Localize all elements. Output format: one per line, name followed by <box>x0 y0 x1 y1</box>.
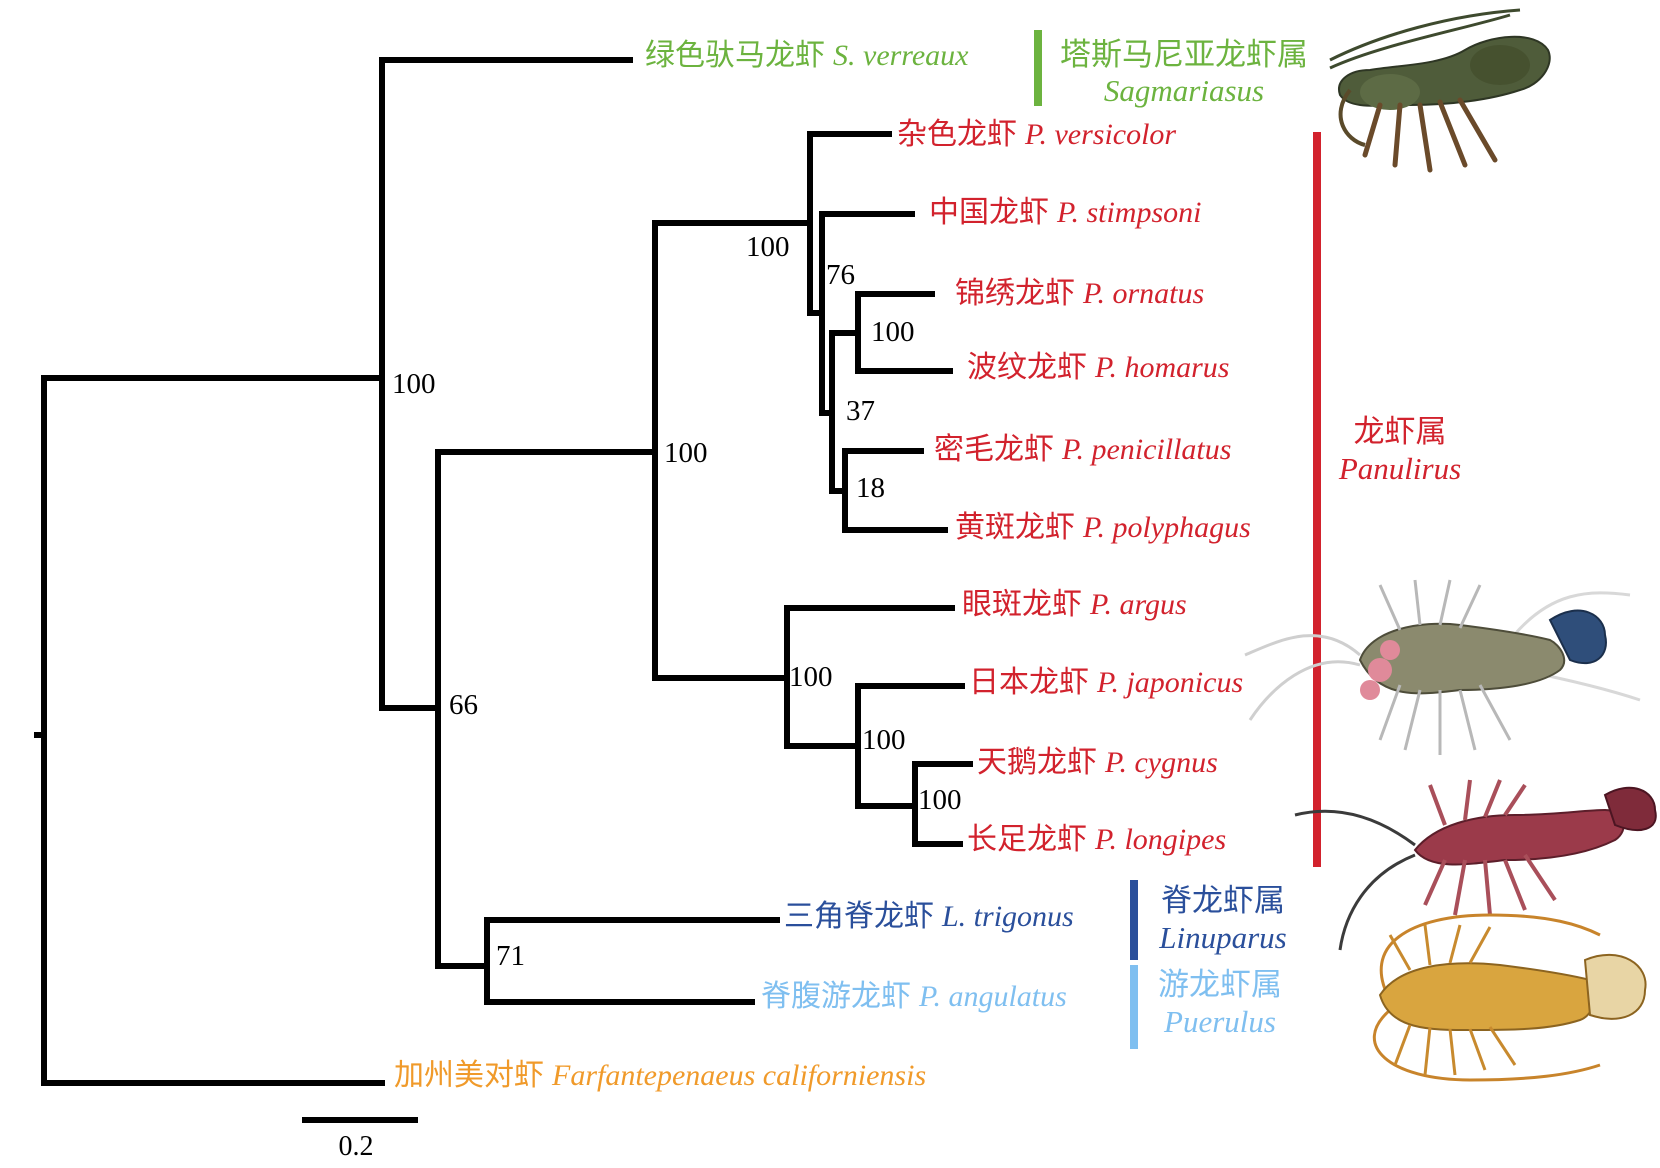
tip-cn: 加州美对虾 <box>394 1059 544 1092</box>
tip-sci: P. ornatus <box>1082 277 1204 310</box>
tip-cn: 脊腹游龙虾 <box>761 980 911 1013</box>
support-label: 100 <box>664 437 708 469</box>
tip-sci: S. verreaux <box>833 39 969 72</box>
tip-sci: P. versicolor <box>1024 118 1176 151</box>
tip-cn: 日本龙虾 <box>969 666 1089 699</box>
tip-cn: 杂色龙虾 <box>897 118 1017 151</box>
tip-sci: Farfantepenaeus californiensis <box>551 1059 926 1092</box>
support-label: 100 <box>746 231 790 263</box>
support-label: 76 <box>826 259 855 291</box>
tip-sci: P. argus <box>1089 588 1187 621</box>
genus-cn-puerulus: 游龙虾属 <box>1158 967 1282 1002</box>
bracket-linuparus <box>1130 880 1138 960</box>
support-label: 100 <box>918 784 962 816</box>
tip-cn: 中国龙虾 <box>929 196 1049 229</box>
support-label: 66 <box>449 689 478 721</box>
tip-sci: P. japonicus <box>1096 666 1243 699</box>
tip-sci: P. cygnus <box>1104 746 1218 779</box>
tip-cn: 三角脊龙虾 <box>784 900 934 933</box>
support-label: 100 <box>871 316 915 348</box>
tip-cn: 绿色驮马龙虾 <box>645 39 825 72</box>
support-label: 37 <box>846 395 875 427</box>
tip-cn: 密毛龙虾 <box>934 433 1054 466</box>
sagmariasus-photo <box>1329 8 1551 173</box>
panulirus-photo-2 <box>1294 779 1657 951</box>
support-values: 100 100 100 76 100 37 18 100 100 100 66 … <box>392 231 962 972</box>
puerulus-photo <box>1372 913 1647 1082</box>
genus-sci-panulirus: Panulirus <box>1338 451 1461 486</box>
tip-cn: 波纹龙虾 <box>967 351 1087 384</box>
genus-cn-linuparus: 脊龙虾属 <box>1161 883 1285 918</box>
genus-sci-puerulus: Puerulus <box>1163 1004 1276 1039</box>
tip-sci: P. homarus <box>1094 351 1229 384</box>
tip-sci: P. penicillatus <box>1061 433 1231 466</box>
genus-cn-panulirus: 龙虾属 <box>1354 414 1447 449</box>
panulirus-photo-1 <box>1244 579 1641 755</box>
tip-sci: P. angulatus <box>918 980 1067 1013</box>
tip-sci: P. polyphagus <box>1082 511 1251 544</box>
support-label: 71 <box>496 940 525 972</box>
support-label: 18 <box>856 472 885 504</box>
support-label: 100 <box>789 661 833 693</box>
genus-brackets: 塔斯马尼亚龙虾属 Sagmariasus 龙虾属 Panulirus 脊龙虾属 … <box>1034 30 1461 1049</box>
tip-sci: P. stimpsoni <box>1056 196 1201 229</box>
bracket-sagmariasus <box>1034 30 1042 106</box>
tip-sci: P. longipes <box>1094 823 1226 856</box>
genus-cn-sagmariasus: 塔斯马尼亚龙虾属 <box>1060 37 1308 72</box>
tree-branches <box>34 57 973 1086</box>
support-label: 100 <box>862 724 906 756</box>
genus-sci-sagmariasus: Sagmariasus <box>1104 73 1264 108</box>
tip-cn: 天鹅龙虾 <box>977 746 1097 779</box>
support-label: 100 <box>392 368 436 400</box>
bracket-panulirus <box>1313 132 1321 867</box>
tip-cn: 眼斑龙虾 <box>962 588 1082 621</box>
tip-cn: 锦绣龙虾 <box>955 277 1075 310</box>
scale-bar-label: 0.2 <box>339 1131 374 1162</box>
tip-cn: 长足龙虾 <box>967 823 1087 856</box>
bracket-puerulus <box>1130 965 1138 1049</box>
scale-bar: 0.2 <box>302 1117 418 1162</box>
genus-sci-linuparus: Linuparus <box>1158 920 1286 955</box>
tip-cn: 黄斑龙虾 <box>955 511 1075 544</box>
tip-sci: L. trigonus <box>941 900 1074 933</box>
